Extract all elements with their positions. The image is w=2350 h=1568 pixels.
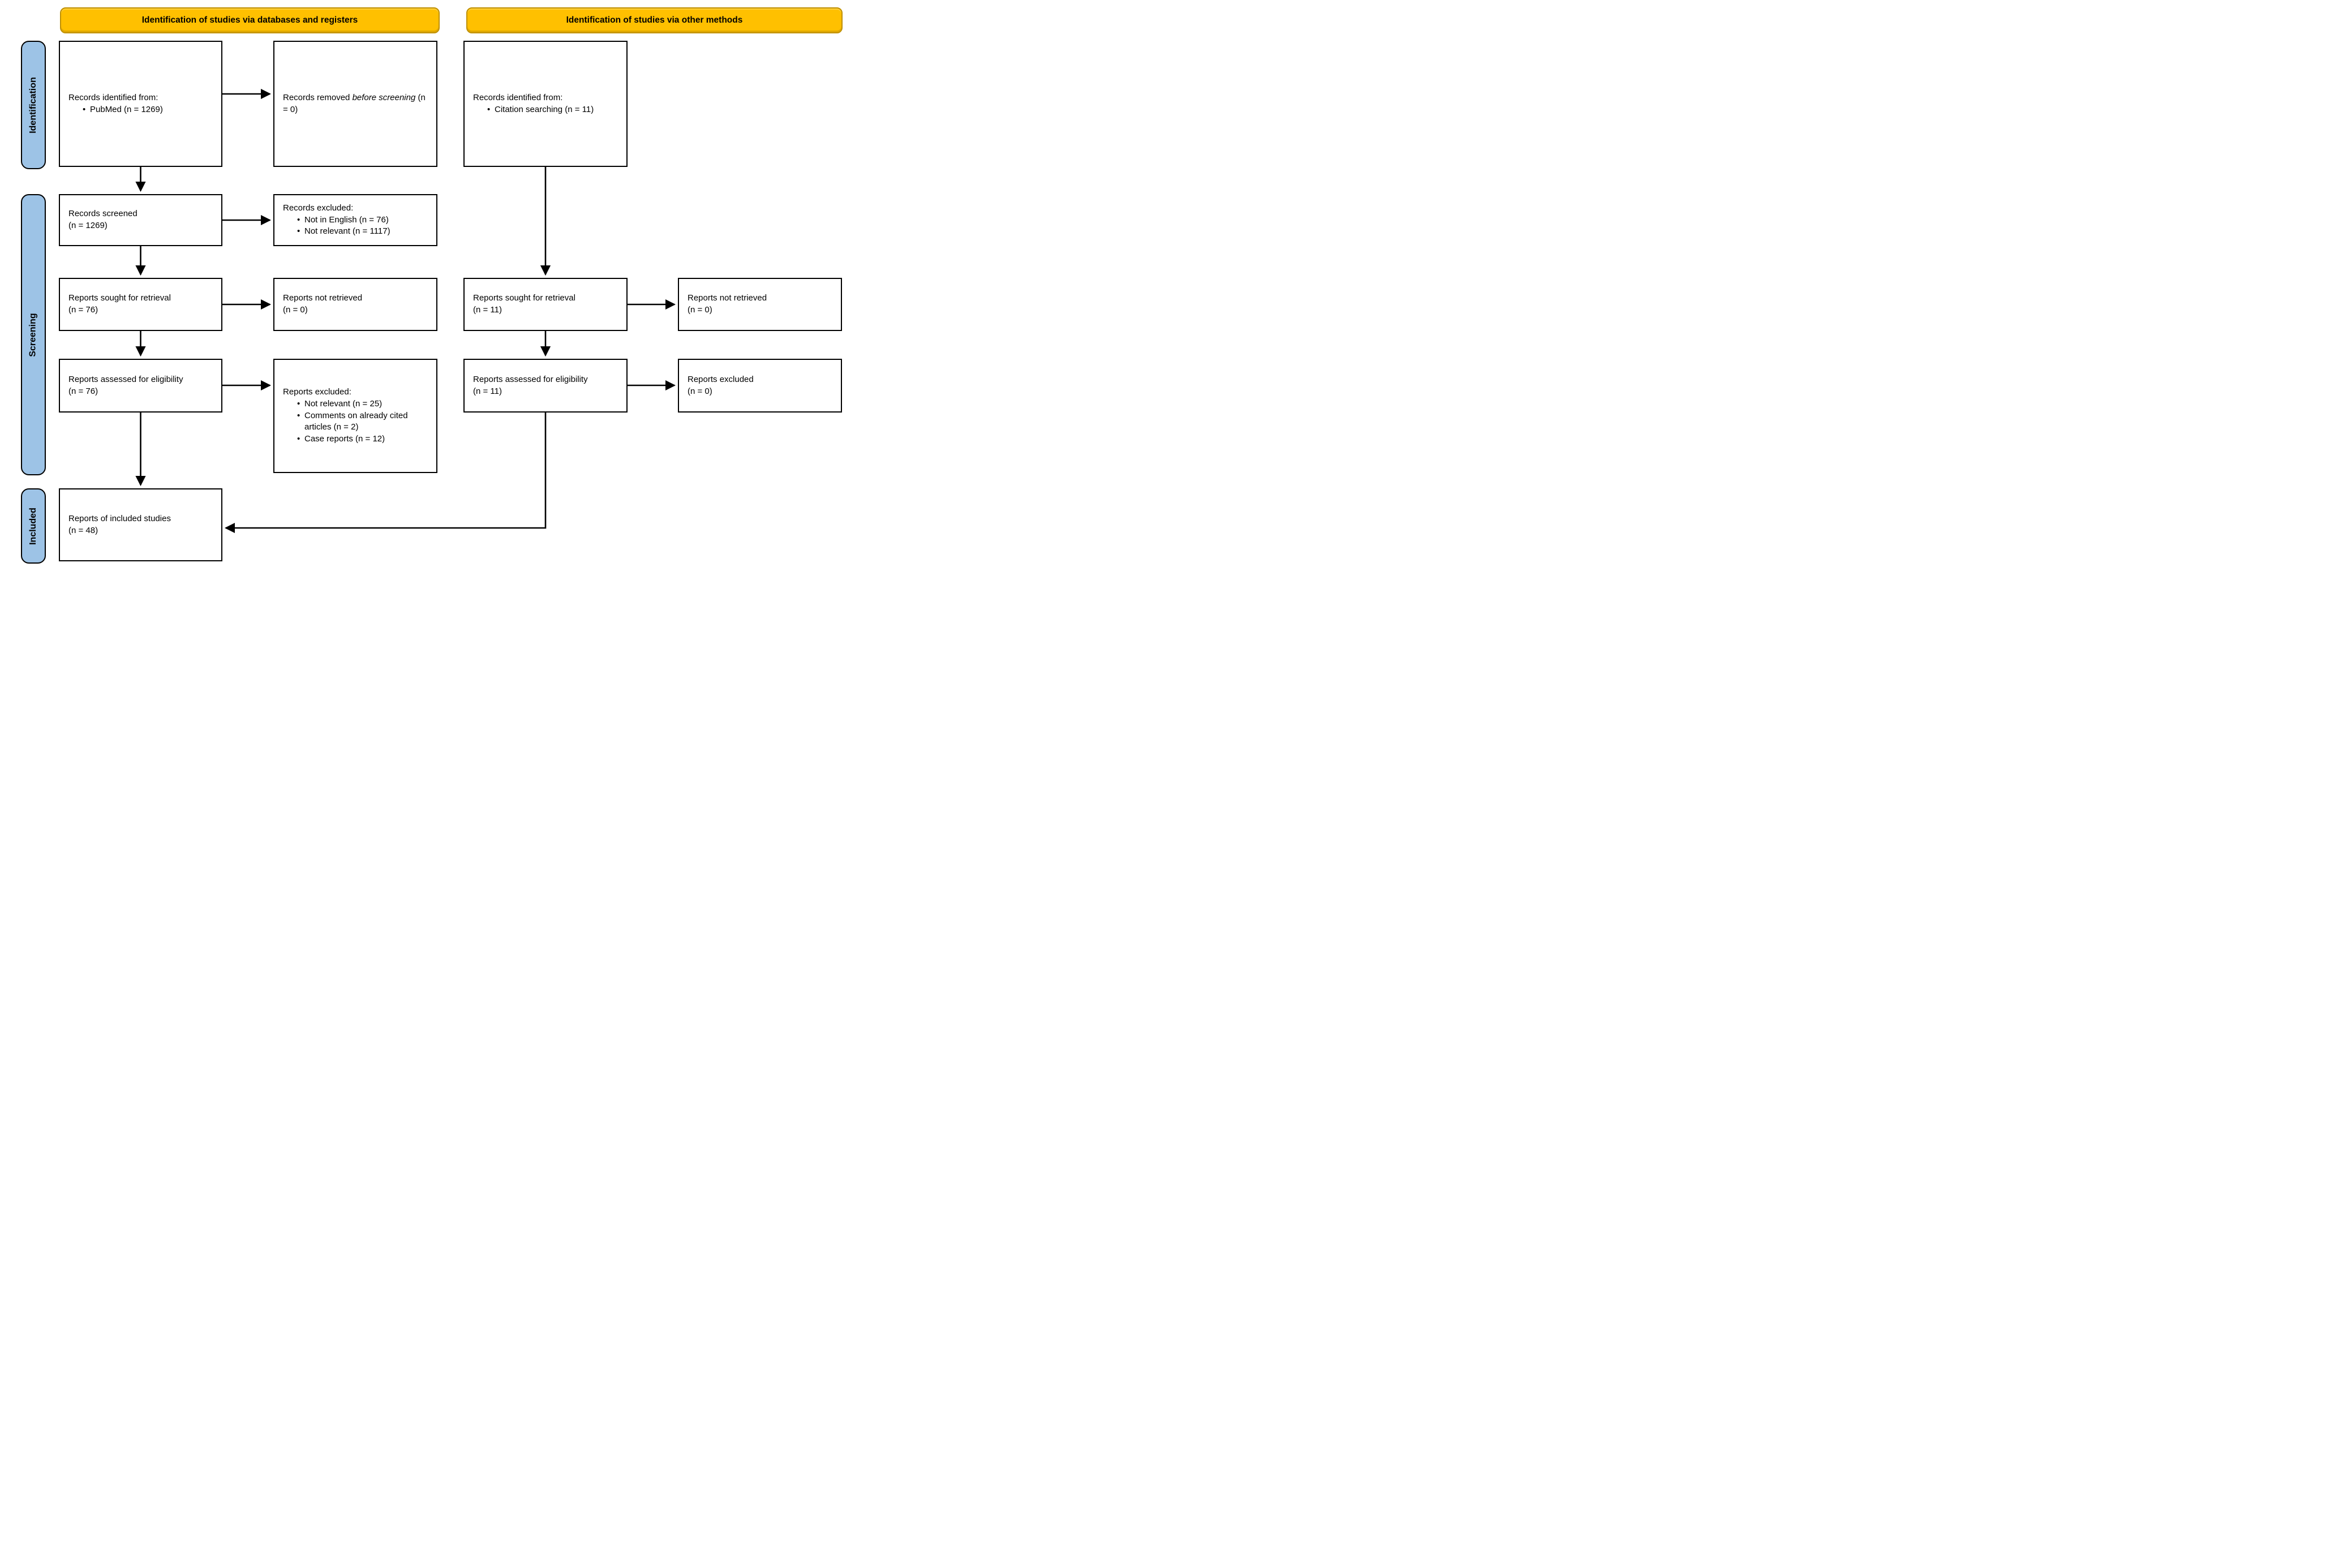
- header-other-label: Identification of studies via other meth…: [566, 15, 743, 25]
- header-databases-label: Identification of studies via databases …: [141, 15, 358, 25]
- box-reports-excluded-databases: Reports excluded: Not relevant (n = 25) …: [273, 359, 437, 473]
- text-pre: Records removed: [283, 92, 353, 102]
- bullet-item: Not relevant (n = 1117): [283, 226, 431, 238]
- text-italic: before screening: [352, 92, 416, 102]
- text-post: (n = 0): [283, 92, 426, 114]
- box-label: Records identified from:: [68, 92, 158, 102]
- box-line2: (n = 76): [68, 305, 98, 315]
- box-records-identified-other: Records identified from: Citation search…: [463, 41, 628, 167]
- box-label: Records identified from:: [473, 92, 563, 102]
- box-reports-included: Reports of included studies (n = 48): [59, 488, 222, 561]
- box-line2: (n = 76): [68, 386, 98, 396]
- box-records-excluded: Records excluded: Not in English (n = 76…: [273, 194, 437, 246]
- stage-identification-label: Identification: [28, 76, 38, 134]
- box-line1: Reports sought for retrieval: [473, 293, 575, 303]
- box-line2: (n = 0): [688, 386, 712, 396]
- box-line1: Reports not retrieved: [283, 293, 363, 303]
- box-line2: (n = 0): [283, 305, 308, 315]
- box-line1: Reports sought for retrieval: [68, 293, 171, 303]
- box-line1: Reports assessed for eligibility: [68, 374, 183, 384]
- box-reports-assessed-databases: Reports assessed for eligibility (n = 76…: [59, 359, 222, 413]
- box-line2: (n = 0): [688, 305, 712, 315]
- stage-included-label: Included: [28, 507, 38, 545]
- prisma-flow-diagram: Identification of studies via databases …: [0, 0, 857, 572]
- box-line2: (n = 1269): [68, 221, 108, 230]
- box-line2: (n = 11): [473, 305, 502, 315]
- bullet-item: Case reports (n = 12): [283, 433, 431, 445]
- box-label: Records excluded:: [283, 203, 354, 213]
- box-line2: (n = 48): [68, 525, 98, 535]
- box-line2: (n = 11): [473, 386, 502, 396]
- box-line1: Records screened: [68, 209, 138, 219]
- stage-screening: Screening: [21, 194, 46, 475]
- box-records-screened: Records screened (n = 1269): [59, 194, 222, 246]
- bullet-item: Comments on already cited articles (n = …: [283, 410, 431, 433]
- box-line1: Reports not retrieved: [688, 293, 767, 303]
- box-line1: Reports of included studies: [68, 513, 171, 523]
- stage-included: Included: [21, 488, 46, 564]
- header-other-methods: Identification of studies via other meth…: [466, 7, 843, 33]
- box-records-removed-before-screening: Records removed before screening (n = 0): [273, 41, 437, 167]
- box-label: Reports excluded:: [283, 387, 351, 397]
- box-reports-sought-other: Reports sought for retrieval (n = 11): [463, 278, 628, 331]
- box-label: Records removed before screening (n = 0): [283, 92, 431, 115]
- bullet-item: Not in English (n = 76): [283, 214, 431, 226]
- box-reports-not-retrieved-other: Reports not retrieved (n = 0): [678, 278, 842, 331]
- box-line1: Reports excluded: [688, 374, 754, 384]
- box-reports-excluded-other: Reports excluded (n = 0): [678, 359, 842, 413]
- box-reports-not-retrieved-databases: Reports not retrieved (n = 0): [273, 278, 437, 331]
- stage-identification: Identification: [21, 41, 46, 169]
- box-records-identified-databases: Records identified from: PubMed (n = 126…: [59, 41, 222, 167]
- header-databases-registers: Identification of studies via databases …: [60, 7, 440, 33]
- box-reports-assessed-other: Reports assessed for eligibility (n = 11…: [463, 359, 628, 413]
- bullet-item: Not relevant (n = 25): [283, 398, 431, 410]
- bullet-item: Citation searching (n = 11): [473, 104, 621, 116]
- bullet-item: PubMed (n = 1269): [68, 104, 216, 116]
- box-line1: Reports assessed for eligibility: [473, 374, 588, 384]
- box-reports-sought-databases: Reports sought for retrieval (n = 76): [59, 278, 222, 331]
- stage-screening-label: Screening: [28, 312, 38, 357]
